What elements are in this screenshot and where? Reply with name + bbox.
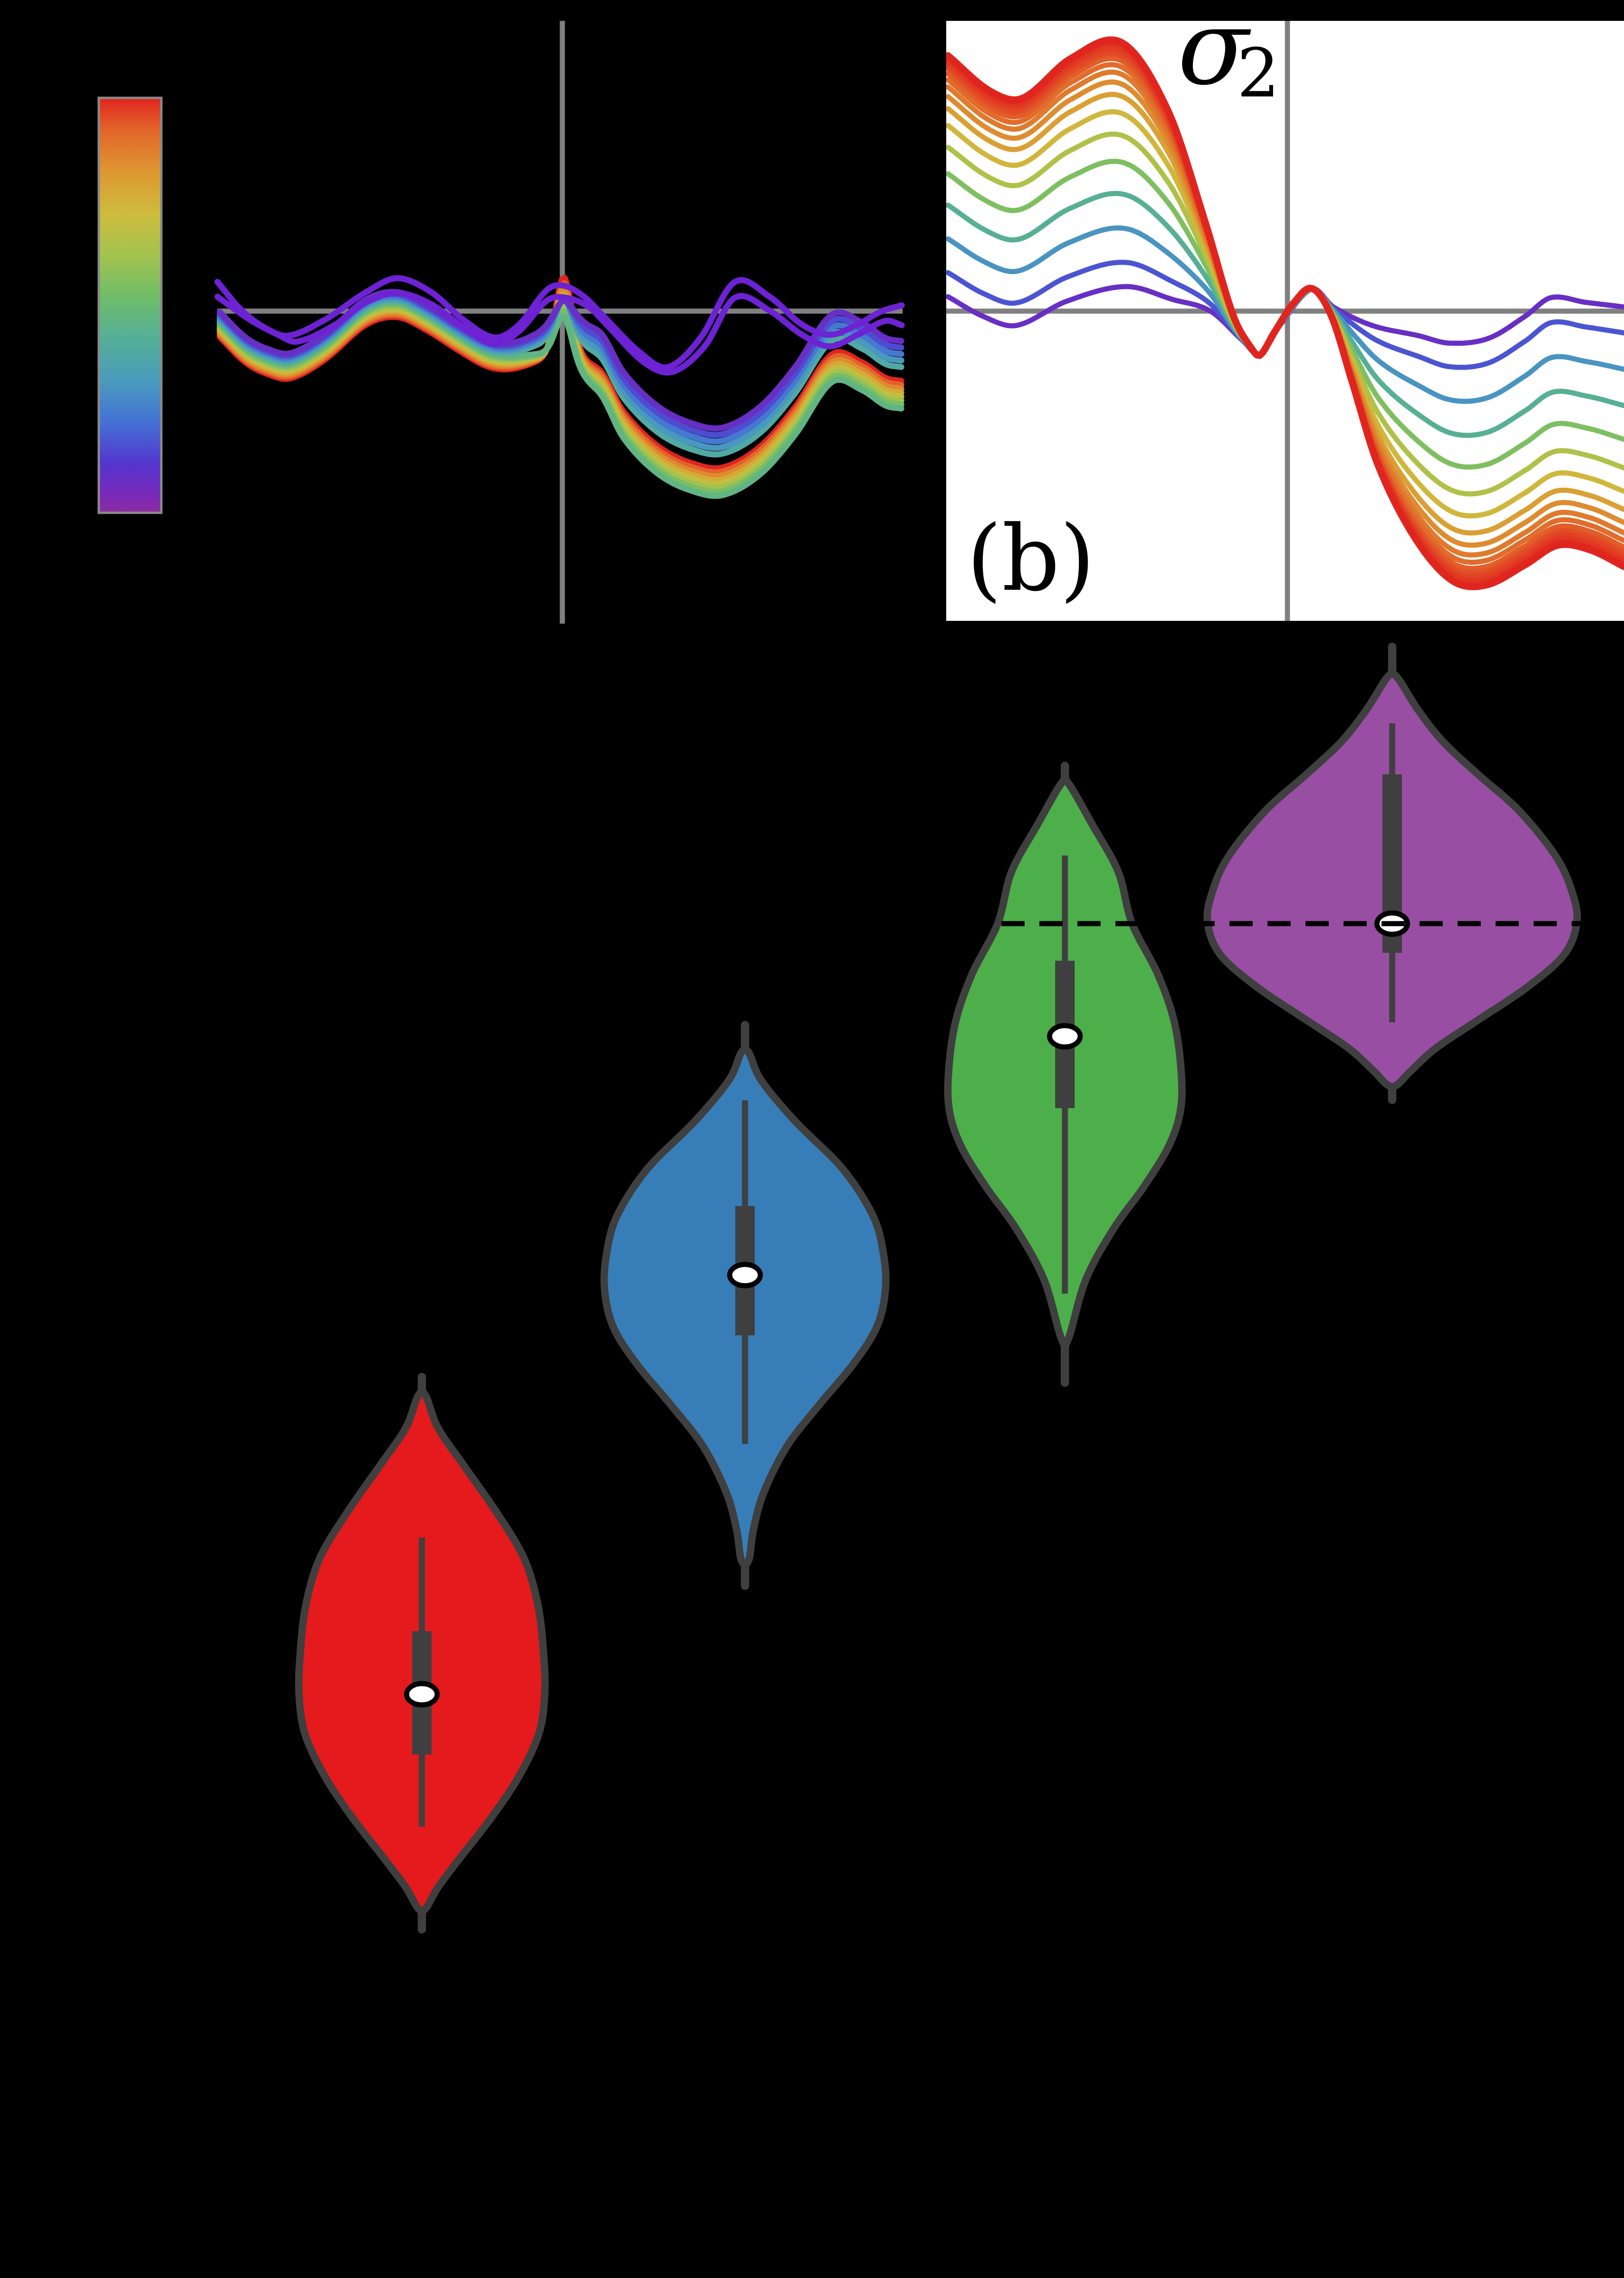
panel-b-curve-16: [946, 36, 1624, 590]
panel-a-curves: [214, 274, 905, 499]
sigma2-label: σ: [1178, 0, 1251, 108]
violin-green-median-dot: [1047, 1023, 1083, 1050]
violin-blue: [600, 1021, 890, 1590]
violin-red-median-dot: [404, 1681, 440, 1708]
violin-purple: [1203, 643, 1581, 1104]
panel-b: σ 2 (b): [946, 0, 1624, 621]
colorbar: [97, 96, 163, 514]
panel-b-letter-label: (b): [967, 506, 1095, 611]
panel-a: [97, 21, 905, 624]
violin-blue-median-dot: [727, 1262, 763, 1289]
sigma2-subscript: 2: [1237, 34, 1280, 113]
violin-plot: [295, 643, 1581, 1933]
panel-a-outlier-curve-1: [214, 290, 905, 376]
violin-green: [944, 762, 1186, 1387]
panel-a-outlier-curve-0: [214, 275, 905, 371]
violin-red: [295, 1373, 549, 1933]
panel-b-curves: [946, 36, 1624, 590]
